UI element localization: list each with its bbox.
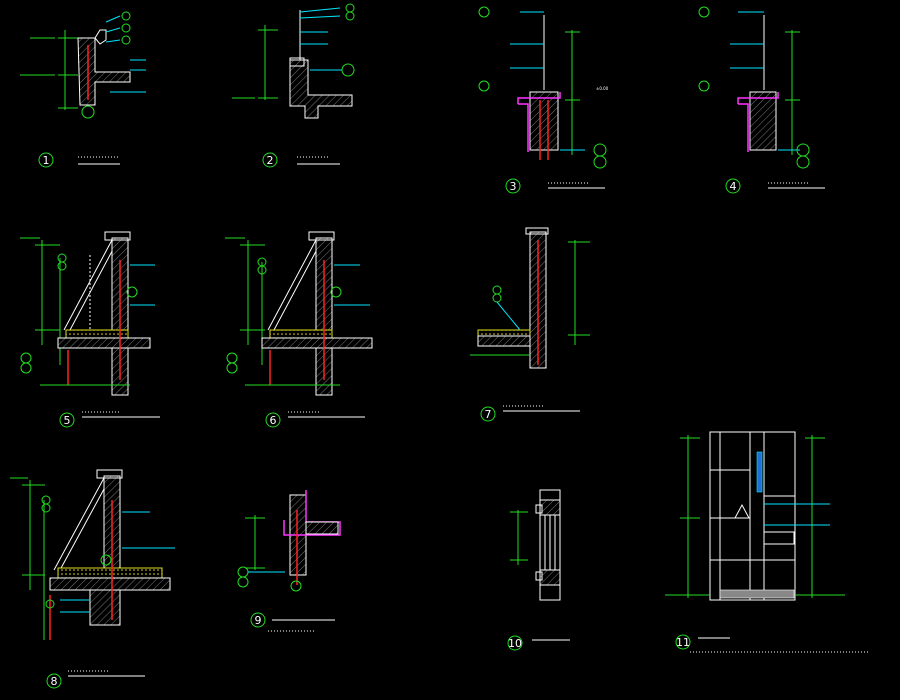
detail-number-10: 10 — [508, 637, 522, 650]
detail-4: 4 — [698, 6, 825, 194]
detail-number-1: 1 — [43, 154, 50, 167]
detail-11: 11 — [665, 431, 870, 653]
detail-1: 1 — [20, 11, 146, 168]
detail-number-9: 9 — [255, 614, 262, 627]
detail-number-7: 7 — [485, 408, 492, 421]
svg-text:±0.00: ±0.00 — [596, 86, 609, 91]
detail-number-3: 3 — [510, 180, 517, 193]
detail-number-6: 6 — [270, 414, 277, 427]
detail-10: 10 — [507, 489, 570, 651]
detail-6: 6 — [225, 231, 373, 428]
detail-number-8: 8 — [51, 675, 58, 688]
detail-2: 2 — [232, 3, 355, 168]
detail-number-2: 2 — [267, 154, 274, 167]
detail-number-4: 4 — [730, 180, 737, 193]
detail-8: 8 — [10, 469, 175, 689]
detail-7: 7 — [470, 227, 590, 422]
detail-9: 9 — [237, 490, 341, 632]
detail-number-11: 11 — [676, 636, 690, 649]
detail-5: 5 — [20, 231, 160, 428]
detail-number-5: 5 — [64, 414, 71, 427]
detail-3: ±0.00 3 — [478, 6, 609, 194]
